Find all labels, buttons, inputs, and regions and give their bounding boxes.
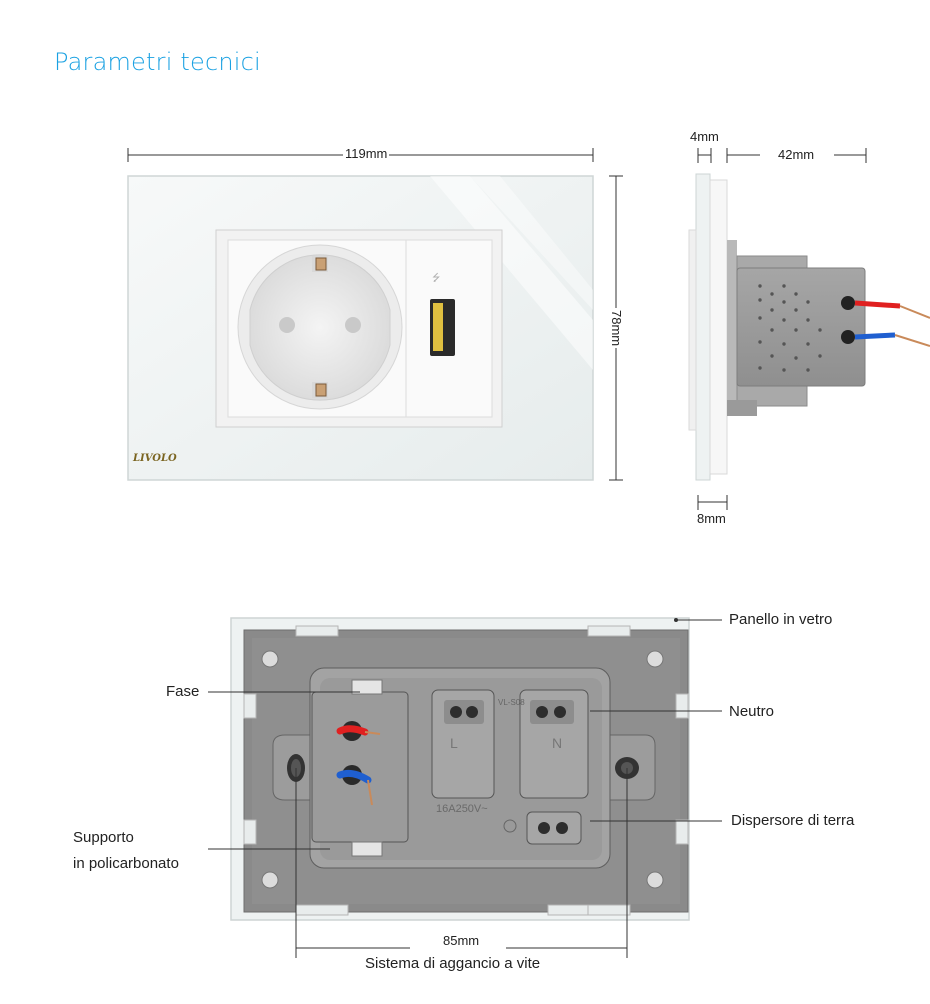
svg-text:L: L [450,735,458,751]
back-width-dimension [295,768,628,958]
terminal-l: L [431,689,495,799]
side-dimensions [697,148,867,510]
rating-marking: 16A250V~ [436,803,488,815]
screw-mount-right [604,734,656,801]
terminal-n: N [519,689,589,799]
svg-text:⭍: ⭍ [432,272,440,284]
brand-logo: LIVOLO [132,453,177,464]
neutral-wire [336,769,372,784]
callout-support-line1: Supporto [73,829,134,846]
callout-neutral: Neutro [729,703,775,720]
back-view: L N VL-S08 16A250V~ [208,617,722,958]
callout-phase: Fase [166,683,200,700]
svg-text:N: N [552,735,562,751]
side-view [688,148,930,510]
front-view: ⭍ LIVOLO [127,148,623,481]
front-height-label: 78mm [609,308,624,349]
callout-support-line2: in policarbonato [73,855,179,872]
side-depth-label: 42mm [776,147,817,162]
screw-system-label: Sistema di aggancio a vite [365,955,541,972]
usb-port: ⭍ [430,272,455,356]
back-width-label: 85mm [441,933,482,948]
side-neutral-wire [854,332,896,340]
callout-earth: Dispersore di terra [731,812,855,829]
callout-leaders [208,618,722,850]
side-glass-label: 4mm [688,129,721,144]
terminal-earth [503,811,582,845]
side-glass-edge [695,173,711,481]
usb-module-block [311,679,409,857]
side-vent-holes [758,284,822,372]
model-marking: VL-S08 [498,698,525,707]
callout-glass-panel: Panello in vetro [729,611,833,628]
front-width-label: 119mm [343,146,390,161]
schuko-socket [237,244,403,410]
phase-wire [336,725,369,736]
side-phase-wire [854,300,901,309]
page-title: Parametri tecnici [54,48,261,76]
side-bottom-label: 8mm [695,511,728,526]
